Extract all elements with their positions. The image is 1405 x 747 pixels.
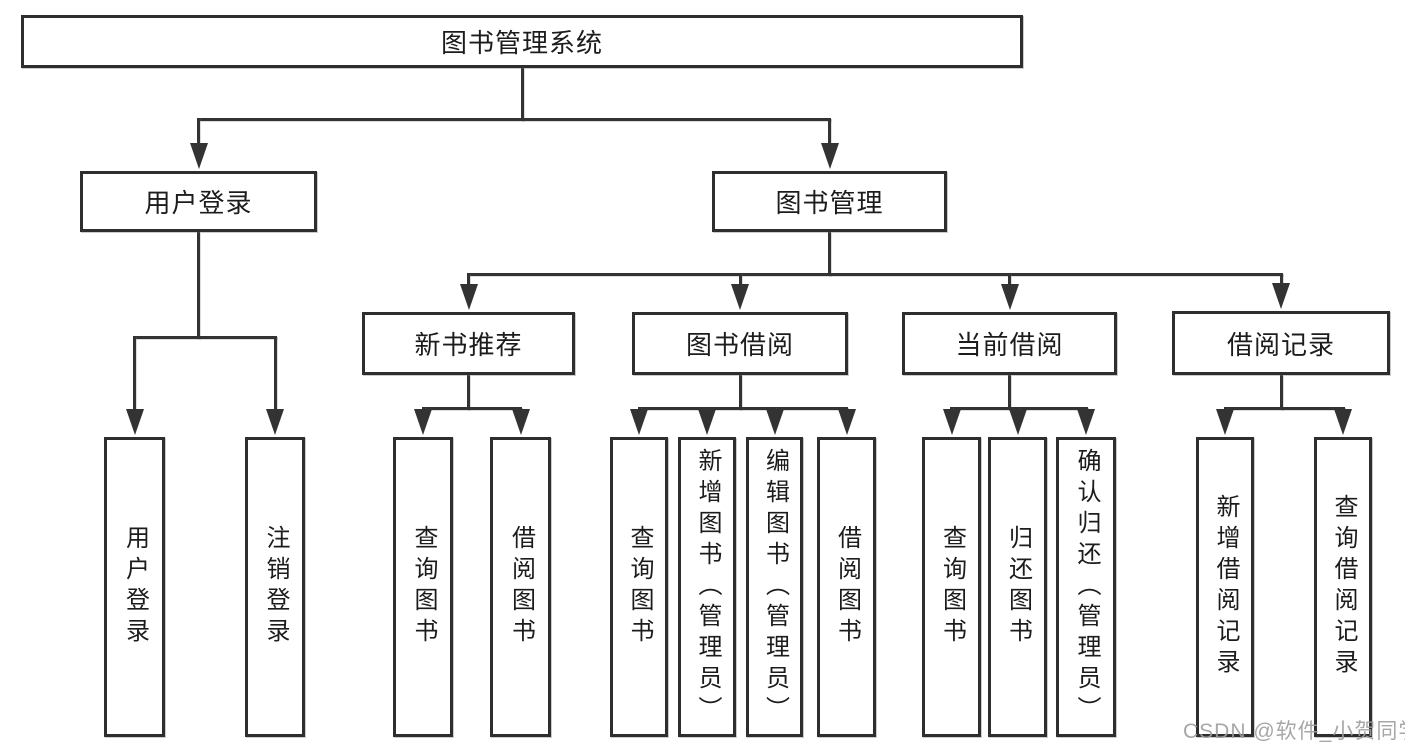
edge-rail bbox=[1223, 407, 1345, 410]
node-query-book-2: 查询图书 bbox=[610, 437, 668, 737]
node-label: 借阅图书 bbox=[507, 525, 535, 649]
node-label: 查询图书 bbox=[938, 525, 966, 649]
node-borrow-book-1: 借阅图书 bbox=[490, 437, 551, 737]
arrowhead-down-icon bbox=[189, 143, 208, 169]
node-user-login: 用户登录 bbox=[104, 437, 165, 737]
edge-rail bbox=[133, 336, 277, 339]
arrowhead-down-icon bbox=[731, 284, 749, 310]
node-label: 编辑图书（管理员） bbox=[761, 447, 789, 727]
arrowhead-down-icon bbox=[1008, 409, 1027, 435]
arrowhead-down-icon bbox=[942, 409, 961, 435]
arrowhead-down-icon bbox=[698, 409, 716, 435]
edge-drop bbox=[197, 118, 200, 155]
arrowhead-down-icon bbox=[630, 409, 648, 435]
node-label: 用户登录 bbox=[144, 188, 253, 218]
arrowhead-down-icon bbox=[1334, 409, 1352, 435]
node-label: 图书管理 bbox=[775, 188, 884, 218]
node-edit-book: 编辑图书（管理员） bbox=[746, 437, 803, 737]
node-label: 查询借阅记录 bbox=[1330, 494, 1357, 680]
edge-stub bbox=[197, 232, 200, 339]
node-label: 用户登录 bbox=[121, 525, 149, 649]
arrowhead-down-icon bbox=[837, 409, 856, 435]
edge-stub bbox=[1008, 375, 1011, 410]
edge-drop bbox=[828, 118, 831, 155]
node-query-record: 查询借阅记录 bbox=[1314, 437, 1372, 737]
node-login: 用户登录 bbox=[80, 171, 317, 232]
node-return-book: 归还图书 bbox=[988, 437, 1047, 737]
edge-rail bbox=[197, 118, 831, 121]
edge-drop bbox=[273, 336, 277, 421]
edge-rail bbox=[421, 407, 522, 410]
arrowhead-down-icon bbox=[1216, 409, 1234, 435]
arrowhead-down-icon bbox=[820, 143, 839, 169]
node-label: 归还图书 bbox=[1004, 525, 1032, 649]
edge-rail bbox=[467, 273, 1283, 276]
arrowhead-down-icon bbox=[1272, 283, 1290, 309]
node-label: 新书推荐 bbox=[414, 330, 523, 360]
node-add-book: 新增图书（管理员） bbox=[678, 437, 736, 737]
node-label: 确认归还（管理员） bbox=[1073, 447, 1100, 727]
node-label: 查询图书 bbox=[410, 525, 437, 649]
node-logout: 注销登录 bbox=[245, 437, 305, 737]
arrowhead-down-icon bbox=[1077, 409, 1095, 435]
node-current: 当前借阅 bbox=[902, 312, 1117, 375]
node-label: 当前借阅 bbox=[955, 330, 1064, 360]
arrowhead-down-icon bbox=[125, 409, 144, 435]
arrowhead-down-icon bbox=[266, 409, 284, 435]
edge-drop bbox=[133, 336, 136, 421]
edge-stub bbox=[467, 375, 470, 410]
edge-stub bbox=[828, 232, 831, 276]
node-root: 图书管理系统 bbox=[21, 15, 1023, 68]
node-query-book-3: 查询图书 bbox=[922, 437, 981, 737]
node-mgmt: 图书管理 bbox=[712, 171, 947, 232]
node-label: 借阅图书 bbox=[833, 525, 861, 649]
node-label: 图书借阅 bbox=[685, 330, 794, 360]
node-borrow-book-2: 借阅图书 bbox=[817, 437, 876, 737]
node-confirm-return: 确认归还（管理员） bbox=[1056, 437, 1116, 737]
edge-stub bbox=[520, 68, 524, 121]
csdn-watermark: CSDN @软件_小贺同学 bbox=[1183, 720, 1405, 743]
edge-stub bbox=[1279, 375, 1283, 410]
arrowhead-down-icon bbox=[511, 409, 530, 435]
node-label: 新增图书（管理员） bbox=[694, 447, 721, 727]
node-records: 借阅记录 bbox=[1172, 311, 1390, 375]
arrowhead-down-icon bbox=[1000, 284, 1019, 310]
edge-stub bbox=[738, 375, 742, 410]
node-label: 借阅记录 bbox=[1226, 329, 1335, 360]
arrowhead-down-icon bbox=[765, 409, 784, 435]
arrowhead-down-icon bbox=[414, 409, 432, 435]
node-query-book-1: 查询图书 bbox=[393, 437, 453, 737]
node-newbooks: 新书推荐 bbox=[362, 312, 575, 375]
arrowhead-down-icon bbox=[459, 284, 478, 310]
node-label: 注销登录 bbox=[262, 525, 289, 649]
node-label: 新增借阅记录 bbox=[1212, 494, 1239, 680]
node-label: 查询图书 bbox=[626, 525, 653, 649]
node-add-record: 新增借阅记录 bbox=[1196, 437, 1254, 737]
node-label: 图书管理系统 bbox=[440, 28, 603, 58]
node-borrow: 图书借阅 bbox=[632, 312, 848, 375]
edge-rail bbox=[637, 407, 848, 410]
